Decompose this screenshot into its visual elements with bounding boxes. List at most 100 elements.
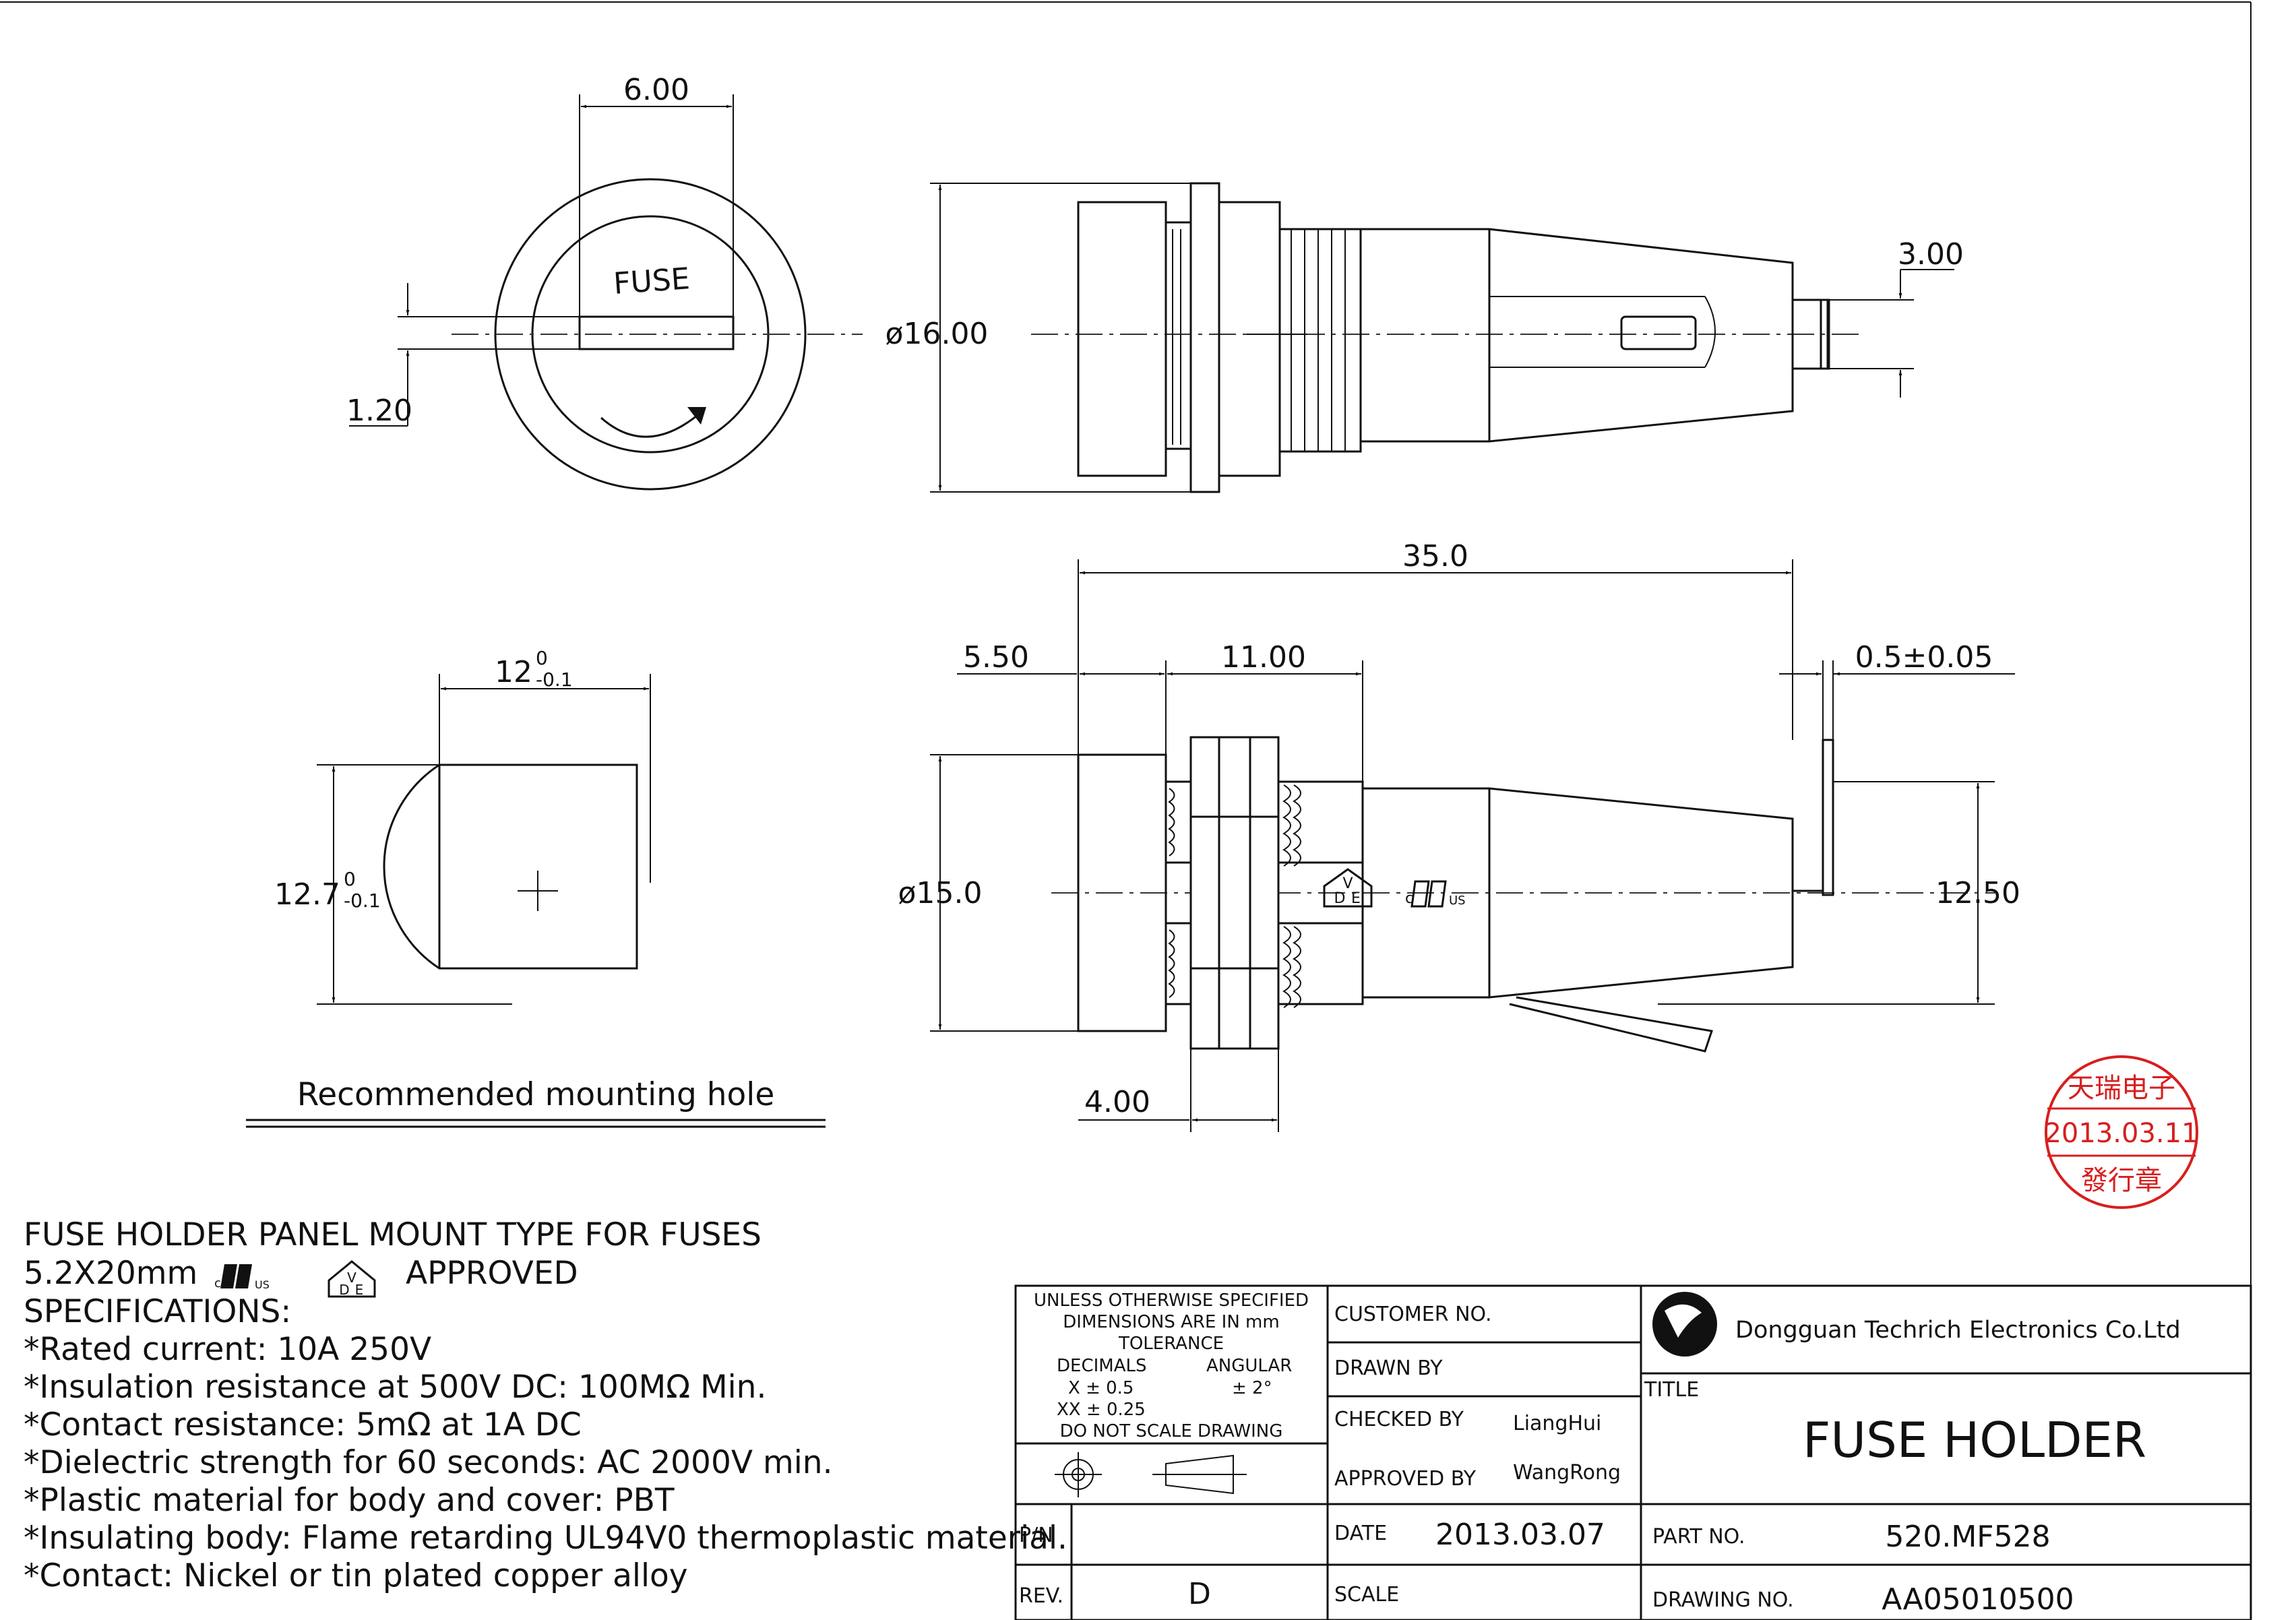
svg-text:c: c	[1405, 890, 1413, 907]
xx-tolerance: XX ± 0.25	[1057, 1400, 1146, 1420]
svg-text:-0.1: -0.1	[536, 668, 573, 691]
drawing-title: FUSE HOLDER	[1803, 1412, 2146, 1468]
angular-tolerance: ± 2°	[1232, 1378, 1272, 1398]
spec-heading: SPECIFICATIONS:	[24, 1293, 291, 1330]
svg-text:0: 0	[344, 868, 356, 890]
no-scale-note: DO NOT SCALE DRAWING	[1060, 1421, 1283, 1441]
body-ul-mark: c US	[1405, 880, 1466, 908]
date-label: DATE	[1334, 1522, 1387, 1545]
dim-thread-11: 11.00	[1221, 640, 1306, 675]
tolerance-line: TOLERANCE	[1118, 1334, 1224, 1354]
angular-label: ANGULAR	[1206, 1356, 1292, 1376]
dim-diameter-16: ø16.00	[886, 317, 989, 351]
arrow-head	[687, 407, 706, 425]
svg-text:TIAN RUI: TIAN RUI	[1671, 1343, 1698, 1350]
stamp-company: 天瑞电子	[2068, 1073, 2175, 1104]
title-label: TITLE	[1644, 1378, 1699, 1402]
front-view: FUSE 6.00 1.20	[346, 73, 863, 491]
dim-terminal-3: 3.00	[1898, 237, 1964, 272]
spec-item: *Contact resistance: 5mΩ at 1A DC	[24, 1406, 582, 1443]
projection-symbol	[1055, 1452, 1247, 1497]
body-vde-mark: V D E	[1323, 868, 1373, 908]
svg-text:c: c	[214, 1276, 221, 1290]
svg-text:E: E	[355, 1282, 364, 1298]
drawing-no-value: AA05010500	[1882, 1582, 2074, 1617]
title-block: UNLESS OTHERWISE SPECIFIED DIMENSIONS AR…	[1014, 1284, 2252, 1620]
rotation-arrow	[600, 411, 702, 438]
spec-approved: APPROVED	[406, 1255, 578, 1292]
drawing-no-label: DRAWING NO.	[1652, 1588, 1794, 1612]
rev-label: REV.	[1019, 1584, 1063, 1608]
vde-logo: V D E	[328, 1260, 376, 1298]
part-no-label: PART NO.	[1652, 1525, 1745, 1549]
dim-hole-height: 12.7	[274, 877, 340, 912]
part-no-value: 520.MF528	[1885, 1520, 2050, 1554]
dim-height-12-50: 12.50	[1935, 876, 2020, 910]
dim-width-6: 6.00	[623, 73, 689, 107]
flange	[1189, 182, 1220, 493]
svg-text:D: D	[339, 1282, 349, 1298]
svg-text:US: US	[255, 1278, 270, 1291]
decimals-label: DECIMALS	[1057, 1356, 1146, 1376]
x-tolerance: X ± 0.5	[1068, 1378, 1134, 1398]
dim-hole-width: 12	[495, 655, 532, 689]
specifications-block: FUSE HOLDER PANEL MOUNT TYPE FOR FUSES 5…	[24, 1216, 1067, 1594]
tapered-body	[1359, 228, 1794, 443]
company-name: Dongguan Techrich Electronics Co.Ltd	[1735, 1317, 2181, 1344]
outer-rim	[494, 178, 807, 491]
spec-item: *Insulation resistance at 500V DC: 100MΩ…	[24, 1369, 766, 1406]
spec-size: 5.2X20mm	[24, 1255, 197, 1292]
svg-text:V: V	[1342, 875, 1353, 892]
tolerance-line: UNLESS OTHERWISE SPECIFIED	[1034, 1290, 1309, 1311]
fuse-label: FUSE	[613, 261, 691, 301]
screwdriver-slot	[578, 315, 735, 350]
hex-nut	[1189, 736, 1280, 1050]
spec-item: *Dielectric strength for 60 seconds: AC …	[24, 1444, 833, 1481]
side-window	[1620, 315, 1697, 350]
pn-label: P/N	[1019, 1524, 1053, 1547]
spec-item: *Rated current: 10A 250V	[24, 1331, 431, 1368]
svg-text:D: D	[1334, 890, 1346, 907]
approved-value: WangRong	[1513, 1461, 1621, 1485]
terminal-tab	[1822, 739, 1834, 896]
mounting-hole-caption: Recommended mounting hole	[297, 1076, 775, 1113]
approved-label: APPROVED BY	[1334, 1467, 1477, 1491]
date-value: 2013.03.07	[1435, 1518, 1605, 1552]
solder-lug	[1509, 996, 1713, 1053]
svg-text:0: 0	[536, 647, 548, 669]
drawn-label: DRAWN BY	[1334, 1357, 1443, 1380]
cap-body	[1077, 753, 1167, 1032]
dim-cap-5-50: 5.50	[963, 640, 1029, 675]
customer-label: CUSTOMER NO.	[1334, 1303, 1491, 1326]
side-view-top: ø16.00 3.00	[886, 182, 1964, 493]
spec-item: *Insulating body: Flame retarding UL94V0…	[24, 1520, 1067, 1557]
scale-label: SCALE	[1334, 1583, 1399, 1607]
company-logo: TIAN RUI	[1652, 1292, 1717, 1357]
stamp-label: 發行章	[2081, 1165, 2162, 1196]
tolerance-line: DIMENSIONS ARE IN mm	[1063, 1312, 1279, 1332]
checked-label: CHECKED BY	[1334, 1408, 1464, 1431]
svg-text:-0.1: -0.1	[344, 890, 381, 912]
dim-slot-1-20: 1.20	[346, 394, 412, 428]
issue-stamp: 天瑞电子 2013.03.11 發行章	[2044, 1055, 2199, 1209]
terminal-tip	[1791, 299, 1829, 370]
ul-logo: c US	[214, 1264, 270, 1291]
spec-item: *Contact: Nickel or tin plated copper al…	[24, 1557, 688, 1594]
dim-diameter-15: ø15.0	[898, 876, 983, 910]
svg-text:V: V	[347, 1270, 356, 1286]
thread-left	[1165, 780, 1192, 1005]
thread-right	[1277, 780, 1364, 1008]
svg-text:US: US	[1449, 894, 1466, 908]
tapered-body	[1488, 787, 1794, 999]
rev-value: D	[1188, 1577, 1211, 1611]
dim-flange-4: 4.00	[1084, 1085, 1150, 1119]
spec-line-1: FUSE HOLDER PANEL MOUNT TYPE FOR FUSES	[24, 1216, 762, 1253]
dim-tab-0-5: 0.5±0.05	[1855, 640, 1993, 675]
thread-lines	[1291, 229, 1346, 451]
cap-body	[1077, 201, 1167, 477]
svg-text:E: E	[1351, 890, 1361, 907]
dim-length-35: 35.0	[1402, 539, 1468, 573]
hole-shape	[383, 764, 638, 970]
